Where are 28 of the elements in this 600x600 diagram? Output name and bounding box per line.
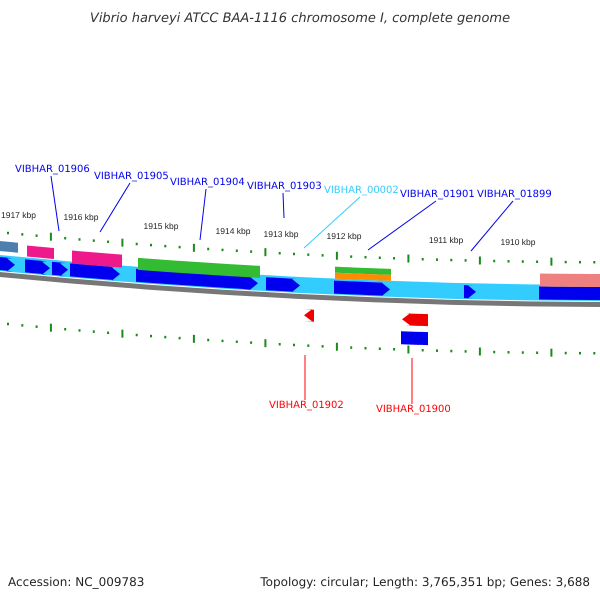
scale-label: 1912 kbp: [326, 232, 362, 240]
scale-label: 1916 kbp: [64, 213, 98, 222]
leader-line: [470, 200, 514, 252]
gene-label: VIBHAR_01903: [247, 182, 319, 192]
leader-line: [200, 188, 206, 240]
leader-line: [368, 200, 436, 250]
gene-label: VIBHAR_01906: [15, 165, 87, 175]
leader-line: [304, 196, 360, 248]
scale-label: 1917 kbp: [1, 211, 36, 220]
gene-label: VIBHAR_01899: [477, 190, 549, 200]
gene-label: VIBHAR_00002: [324, 186, 396, 196]
leader-line: [50, 176, 60, 232]
gene-label: VIBHAR_01900: [376, 405, 448, 415]
scale-label: 1913 kbp: [264, 230, 298, 238]
gene-label: VIBHAR_01905: [94, 172, 166, 182]
scale-label: 1915 kbp: [144, 222, 178, 230]
title: Vibrio harveyi ATCC BAA-1116 chromosome I, complete genome: [90, 12, 510, 25]
scale-label: 1911 kbp: [428, 236, 464, 244]
gene-label: VIBHAR_01901: [400, 190, 472, 200]
gene-label: VIBHAR_01902: [269, 401, 341, 411]
footer-text: Topology: circular; Length: 3,765,351 bp; Genes: 3,688: [260, 576, 590, 588]
leader-line: [304, 354, 306, 400]
leader-line: [100, 182, 130, 232]
gene-label: VIBHAR_01904: [170, 178, 242, 188]
footer-text: Accession: NC_009783: [8, 576, 144, 588]
scale-label: 1914 kbp: [216, 227, 250, 236]
leader-line: [282, 192, 284, 218]
scale-label: 1910 kbp: [500, 238, 536, 246]
